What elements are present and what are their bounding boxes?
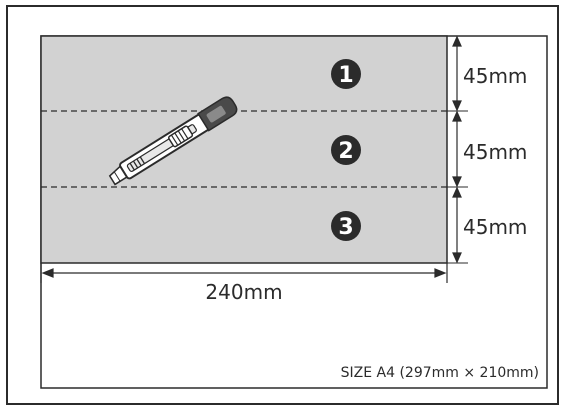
utility-knife-icon <box>108 96 238 186</box>
width-dimension <box>40 263 448 283</box>
strip-2-number: 2 <box>338 139 353 164</box>
strip-2-dimension-arrow <box>452 110 462 188</box>
strip-3-number: 3 <box>338 215 353 240</box>
strip-1-badge: 1 <box>331 59 361 89</box>
height-dimension <box>447 35 468 264</box>
strip-2-badge: 2 <box>331 135 361 165</box>
sheet-size-label: SIZE A4 (297mm × 210mm) <box>341 365 539 381</box>
strip-1-number: 1 <box>338 63 353 88</box>
width-label: 240mm <box>205 280 282 304</box>
strip-1-height-label: 45mm <box>463 64 527 88</box>
strip-1-dimension-arrow <box>452 35 462 112</box>
strip-2-height-label: 45mm <box>463 140 527 164</box>
strip-3-dimension-arrow <box>452 186 462 264</box>
strip-3-height-label: 45mm <box>463 215 527 239</box>
strip-3-badge: 3 <box>331 211 361 241</box>
cut-area <box>40 35 448 264</box>
